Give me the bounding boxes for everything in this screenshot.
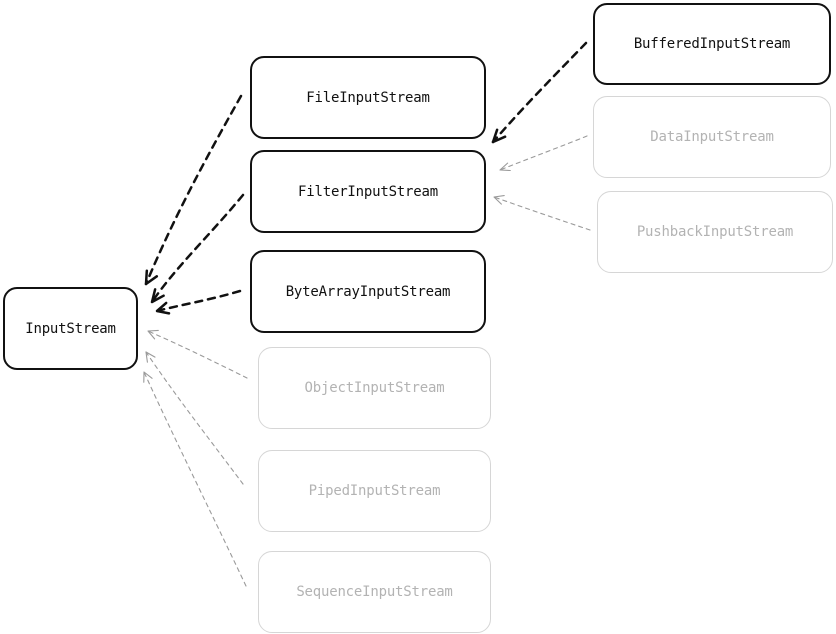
node-pushbackinputstream: PushbackInputStream — [597, 191, 833, 273]
arrowhead — [145, 351, 156, 363]
arrowhead — [493, 195, 505, 205]
node-label: PipedInputStream — [308, 483, 441, 499]
node-label: FileInputStream — [306, 89, 430, 106]
edge-sequenceinputstream-to-inputstream — [143, 371, 247, 587]
node-datainputstream: DataInputStream — [593, 96, 831, 178]
edge-filterinputstream-to-inputstream — [150, 193, 245, 304]
node-label: ObjectInputStream — [304, 380, 445, 396]
node-label: SequenceInputStream — [296, 584, 453, 600]
node-label: InputStream — [25, 320, 116, 337]
edge-line — [144, 94, 243, 286]
edge-bufferedinputstream-to-filterinputstream — [491, 41, 588, 144]
edge-bytearrayinputstream-to-inputstream — [155, 289, 242, 315]
node-bufferedinputstream: BufferedInputStream — [593, 3, 831, 85]
edge-line — [155, 289, 242, 313]
node-bytearrayinputstream: ByteArrayInputStream — [250, 250, 486, 333]
arrowhead — [491, 128, 507, 144]
edge-pushbackinputstream-to-filterinputstream — [493, 195, 591, 231]
node-filterinputstream: FilterInputStream — [250, 150, 486, 233]
node-pipedinputstream: PipedInputStream — [258, 450, 491, 532]
edge-line — [150, 193, 245, 304]
node-fileinputstream: FileInputStream — [250, 56, 486, 139]
edge-line — [145, 351, 244, 485]
node-label: BufferedInputStream — [633, 36, 791, 52]
edge-pipedinputstream-to-inputstream — [145, 351, 244, 485]
edge-line — [499, 135, 588, 171]
edge-fileinputstream-to-inputstream — [144, 94, 243, 286]
edge-line — [143, 371, 247, 587]
node-inputstream: InputStream — [3, 287, 138, 370]
node-label: ByteArrayInputStream — [285, 283, 451, 300]
node-label: PushbackInputStream — [636, 224, 794, 240]
node-objectinputstream: ObjectInputStream — [258, 347, 491, 429]
node-sequenceinputstream: SequenceInputStream — [258, 551, 491, 633]
arrowhead — [155, 301, 171, 315]
arrowhead — [147, 329, 159, 340]
edge-line — [493, 196, 591, 231]
edge-objectinputstream-to-inputstream — [147, 329, 248, 379]
edge-datainputstream-to-filterinputstream — [499, 135, 588, 172]
arrowhead — [144, 269, 159, 286]
node-label: FilterInputStream — [298, 183, 438, 200]
arrowhead — [143, 371, 153, 383]
edge-line — [491, 41, 588, 144]
arrowhead — [150, 288, 165, 304]
arrowhead — [499, 162, 511, 172]
node-label: DataInputStream — [650, 129, 774, 145]
edge-line — [147, 330, 248, 379]
